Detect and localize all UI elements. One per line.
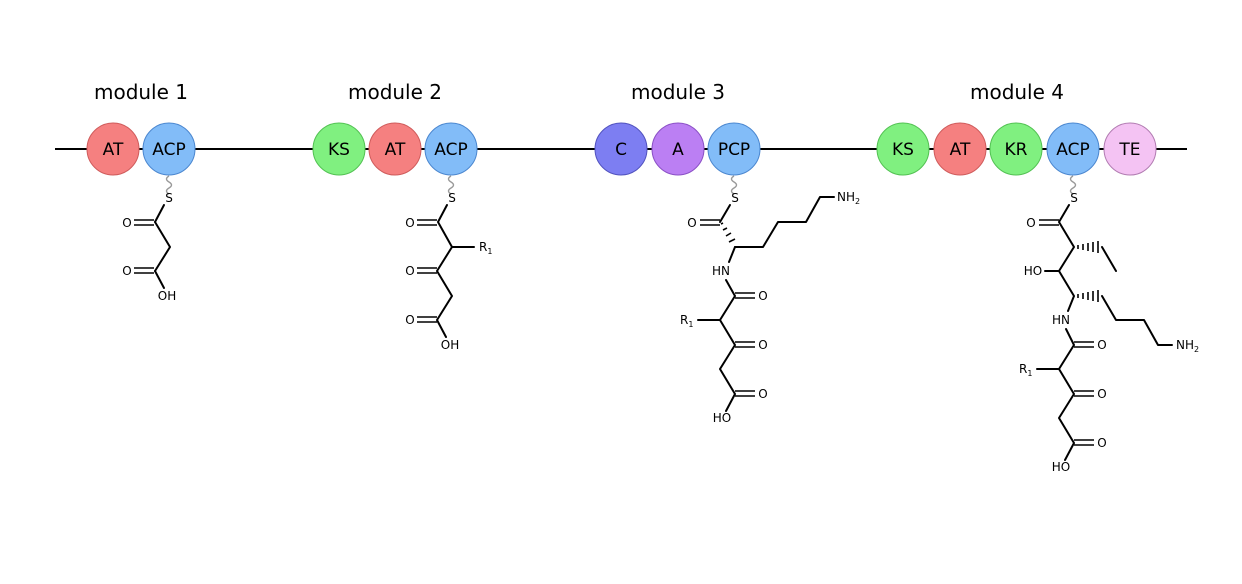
atom-o: O xyxy=(758,289,767,303)
module-3-title: module 3 xyxy=(631,80,725,104)
module-1-domain-acp: ACP xyxy=(142,122,196,176)
atom-o: O xyxy=(1026,216,1035,230)
lysine-side-chain xyxy=(1101,295,1173,346)
phosphopantetheine-tether xyxy=(447,175,455,195)
atom-o: O xyxy=(405,264,414,278)
atom-oh: OH xyxy=(158,289,176,303)
domain-label: KS xyxy=(892,140,914,160)
atom-r: R1 xyxy=(680,313,693,329)
module-2-domain-ks: KS xyxy=(312,122,366,176)
domain-label: AT xyxy=(950,140,971,160)
domain-label: A xyxy=(672,140,684,160)
bond xyxy=(728,246,736,263)
phosphopantetheine-tether xyxy=(1069,175,1077,195)
phosphopantetheine-tether xyxy=(730,175,738,195)
atom-s: S xyxy=(1070,191,1078,205)
module-4-domain-at: AT xyxy=(933,122,987,176)
atom-o: O xyxy=(122,216,131,230)
atom-o: O xyxy=(1097,387,1106,401)
atom-hn: HN xyxy=(712,264,730,278)
module-4-domain-acp: ACP xyxy=(1046,122,1100,176)
module-2-domain-acp: ACP xyxy=(424,122,478,176)
phosphopantetheine-tether xyxy=(165,175,173,195)
atom-nh2: NH2 xyxy=(837,190,860,206)
bond-chain xyxy=(1058,204,1075,312)
atom-s: S xyxy=(731,191,739,205)
bond xyxy=(154,270,165,289)
atom-oh: OH xyxy=(441,338,459,352)
atom-ho: HO xyxy=(713,411,731,425)
atom-o: O xyxy=(122,264,131,278)
stereo-hash-bond xyxy=(1077,241,1099,253)
atom-o: O xyxy=(405,313,414,327)
domain-label: ACP xyxy=(1056,140,1089,160)
module-1-intermediate-structure: S O O OH xyxy=(122,175,176,303)
module-3-domain-pcp: PCP xyxy=(707,122,761,176)
module-4-title: module 4 xyxy=(970,80,1064,104)
module-3-intermediate-structure: S O NH2 HN O R1 O O HO xyxy=(680,175,860,425)
stereo-hash-bond xyxy=(1077,290,1099,302)
atom-ho: HO xyxy=(1024,264,1042,278)
atom-hn: HN xyxy=(1052,313,1070,327)
domain-label: TE xyxy=(1118,140,1140,160)
module-4-domain-kr: KR xyxy=(989,122,1043,176)
atom-ho: HO xyxy=(1052,460,1070,474)
domain-label: AT xyxy=(103,140,124,160)
module-1-title: module 1 xyxy=(94,80,188,104)
module-1-domain-at: AT xyxy=(86,122,140,176)
module-4-intermediate-structure: S O HO NH2 HN O R1 xyxy=(1019,175,1199,474)
domain-label: C xyxy=(615,140,627,160)
module-4-domain-te: TE xyxy=(1103,122,1157,176)
atom-nh2: NH2 xyxy=(1176,338,1199,354)
domain-label: ACP xyxy=(434,140,467,160)
atom-r: R1 xyxy=(479,240,492,256)
bond xyxy=(154,204,165,223)
atom-o: O xyxy=(1097,436,1106,450)
domain-label: AT xyxy=(385,140,406,160)
atom-r: R1 xyxy=(1019,362,1032,378)
module-2-title: module 2 xyxy=(348,80,442,104)
atom-o: O xyxy=(758,387,767,401)
domain-label: KS xyxy=(328,140,350,160)
bond xyxy=(719,204,731,223)
domain-label: KR xyxy=(1005,140,1028,160)
domain-label: PCP xyxy=(718,140,750,160)
atom-s: S xyxy=(448,191,456,205)
module-3-domain-a: A xyxy=(651,122,705,176)
atom-o: O xyxy=(687,216,696,230)
ethyl-bond xyxy=(1101,246,1117,272)
domain-label: ACP xyxy=(152,140,185,160)
bond xyxy=(154,221,171,272)
atom-o: O xyxy=(405,216,414,230)
bond-chain xyxy=(719,279,736,412)
bond-chain xyxy=(1058,328,1075,461)
module-2-domain-at: AT xyxy=(368,122,422,176)
stereo-hash-bond xyxy=(720,222,736,243)
atom-o: O xyxy=(758,338,767,352)
module-4-domain-ks: KS xyxy=(876,122,930,176)
bond-chain xyxy=(436,204,453,338)
lysine-side-chain xyxy=(734,196,835,248)
atom-s: S xyxy=(165,191,173,205)
module-2-intermediate-structure: S O R1 O O OH xyxy=(405,175,492,352)
module-3-domain-c: C xyxy=(594,122,648,176)
atom-o: O xyxy=(1097,338,1106,352)
